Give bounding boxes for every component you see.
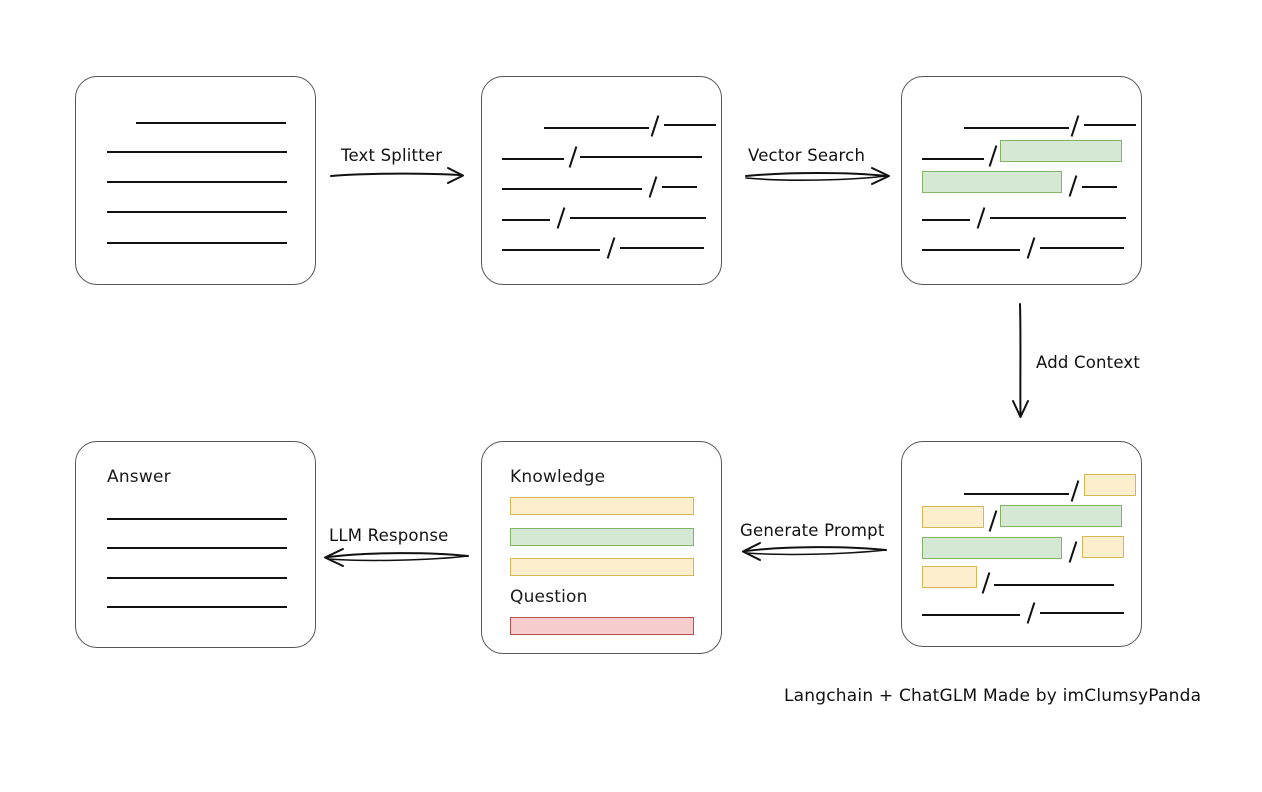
match-row-4-left [922, 219, 970, 221]
match-row-2-slash [988, 145, 998, 167]
ctx-row-3-left-highlight-green[interactable] [922, 537, 1062, 559]
chunk-row-3-right [662, 186, 697, 188]
ctx-row-1-left [964, 493, 1069, 495]
edge-arrow-vector-search [745, 167, 890, 185]
edge-label-vector-search: Vector Search [748, 146, 866, 165]
match-row-3-slash [1068, 175, 1078, 197]
node-matched-chunks[interactable] [901, 76, 1142, 285]
chunk-row-2-left [502, 158, 564, 160]
ctx-row-5-right [1040, 612, 1124, 614]
ctx-row-4-slash [981, 572, 991, 594]
chunk-row-4-right [570, 217, 706, 219]
edge-arrow-text-splitter [330, 167, 464, 184]
node-split-chunks[interactable] [481, 76, 722, 285]
chunk-row-3-left [502, 188, 642, 190]
ctx-row-2-right-highlight-green[interactable] [1000, 505, 1122, 527]
edge-label-text-splitter: Text Splitter [341, 146, 443, 165]
doc-line-3 [107, 181, 287, 183]
footer-credit: Langchain + ChatGLM Made by imClumsyPand… [784, 686, 1202, 706]
edge-arrow-generate-prompt [742, 542, 887, 561]
doc-line-4 [107, 211, 287, 213]
match-row-4-slash [976, 207, 986, 229]
match-row-2-left [922, 158, 984, 160]
match-row-2-right-highlight-green[interactable] [1000, 140, 1122, 162]
edge-label-llm-response: LLM Response [329, 526, 449, 545]
node-source-document[interactable] [75, 76, 316, 285]
answer-line-1 [107, 518, 287, 520]
prompt-knowledge-bar-2-green[interactable] [510, 528, 694, 546]
chunk-row-4-left [502, 219, 550, 221]
prompt-knowledge-label: Knowledge [510, 467, 606, 487]
match-row-5-slash [1026, 237, 1036, 259]
match-row-1-right [1084, 124, 1136, 126]
edge-label-generate-prompt: Generate Prompt [740, 521, 885, 540]
chunk-row-4-slash [556, 207, 566, 229]
chunk-row-1-right [664, 124, 716, 126]
chunk-row-2-slash [568, 146, 578, 168]
doc-line-2 [107, 151, 287, 153]
match-row-3-right [1082, 186, 1117, 188]
ctx-row-1-right-highlight-yellow[interactable] [1084, 474, 1136, 496]
prompt-question-label: Question [510, 587, 588, 607]
answer-title: Answer [107, 467, 171, 487]
prompt-knowledge-bar-3-yellow[interactable] [510, 558, 694, 576]
match-row-5-right [1040, 247, 1124, 249]
match-row-3-left-highlight-green[interactable] [922, 171, 1062, 193]
ctx-row-3-right-highlight-yellow[interactable] [1082, 536, 1124, 558]
edge-arrow-add-context [1012, 303, 1029, 418]
ctx-row-4-right [994, 584, 1114, 586]
answer-line-3 [107, 577, 287, 579]
chunk-row-3-slash [648, 176, 658, 198]
chunk-row-5-right [620, 247, 704, 249]
ctx-row-2-left-highlight-yellow[interactable] [922, 506, 984, 528]
match-row-4-right [990, 217, 1126, 219]
node-context-chunks[interactable] [901, 441, 1142, 647]
ctx-row-5-left [922, 614, 1020, 616]
chunk-row-1-left [544, 127, 649, 129]
prompt-question-bar-1-red[interactable] [510, 617, 694, 635]
edge-arrow-llm-response [324, 548, 469, 567]
node-answer[interactable]: Answer [75, 441, 316, 648]
chunk-row-5-left [502, 249, 600, 251]
ctx-row-5-slash [1026, 602, 1036, 624]
answer-line-4 [107, 606, 287, 608]
chunk-row-2-right [580, 156, 702, 158]
match-row-5-left [922, 249, 1020, 251]
prompt-knowledge-bar-1-yellow[interactable] [510, 497, 694, 515]
node-prompt[interactable]: Knowledge Question [481, 441, 722, 654]
edge-label-add-context: Add Context [1036, 353, 1141, 372]
ctx-row-3-slash [1068, 541, 1078, 563]
answer-line-2 [107, 547, 287, 549]
doc-line-1 [136, 122, 286, 124]
match-row-1-slash [1070, 115, 1080, 137]
doc-line-5 [107, 242, 287, 244]
match-row-1-left [964, 127, 1069, 129]
chunk-row-5-slash [606, 237, 616, 259]
ctx-row-2-slash [988, 510, 998, 532]
ctx-row-4-left-highlight-yellow[interactable] [922, 566, 977, 588]
chunk-row-1-slash [650, 115, 660, 137]
ctx-row-1-slash [1070, 480, 1080, 502]
